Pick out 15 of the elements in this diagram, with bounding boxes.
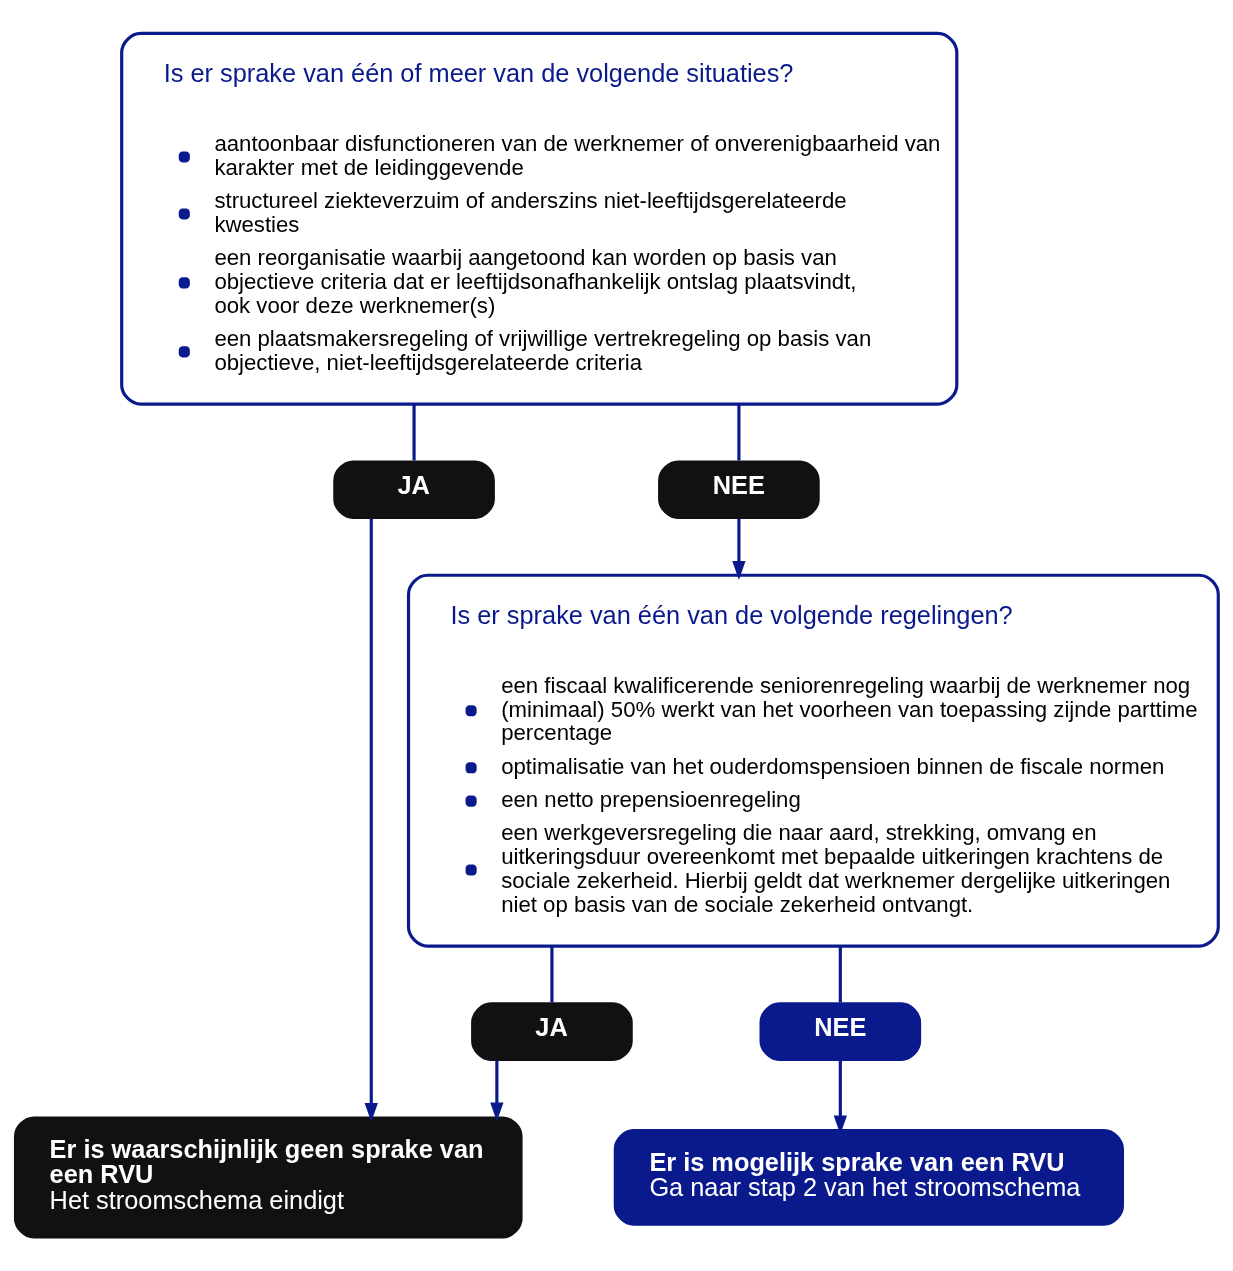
node-box: Er is mogelijk sprake van een RVU Ga naar stap 2 van het stroomschema bbox=[613, 1129, 1124, 1226]
node-box: NEE bbox=[759, 1002, 922, 1061]
node-box: JA bbox=[333, 460, 495, 520]
connector bbox=[550, 946, 554, 1003]
arrow bbox=[732, 518, 746, 580]
connector bbox=[737, 404, 741, 461]
connector bbox=[838, 946, 842, 1003]
node-box: NEE bbox=[658, 460, 820, 520]
node-box: Er is waarschijnlijk geen sprake van een RVU Het stroomschema eindigt bbox=[13, 1116, 523, 1239]
node-box: JA bbox=[471, 1002, 633, 1061]
node-box: Is er sprake van één van de volgende regelingen? een fiscaal kwalificerende seniorenregeling waarbij de werknemer nog (minimaal) 50% werkt van het voorheen van toepassing zijnde parttime percentage optimalisatie van het ouderdomspensioen binnen de fiscale normen een netto prepensioenregeling een werkgeversregeling die naar aard, strekking, omvang en uitkeringsduur overeenkomt met bepaalde uitkeringen krachtens de sociale zekerheid. Hierbij geldt dat werknemer dergelijke uitkeringen niet op basis van de sociale zekerheid ontvangt. bbox=[406, 573, 1220, 948]
node-box: Is er sprake van één of meer van de volgende situaties? aantoonbaar disfunctioneren van de werknemer of onverenigbaarheid van karakter met de leidinggevende structureel ziekteverzuim of anderszins niet-leeftijdsgerelateerde kwesties een reorganisatie waarbij aangetoond kan worden op basis van objectieve criteria dat er leeftijdsonafhankelijk ontslag plaatsvindt, ook voor deze werknemer(s) een plaatsmakersregeling of vrijwillige vertrekregeling op basis van objectieve, niet-leeftijdsgerelateerde criteria bbox=[120, 31, 959, 406]
arrow bbox=[490, 1060, 504, 1122]
arrow bbox=[364, 518, 378, 1122]
connector bbox=[412, 404, 416, 461]
